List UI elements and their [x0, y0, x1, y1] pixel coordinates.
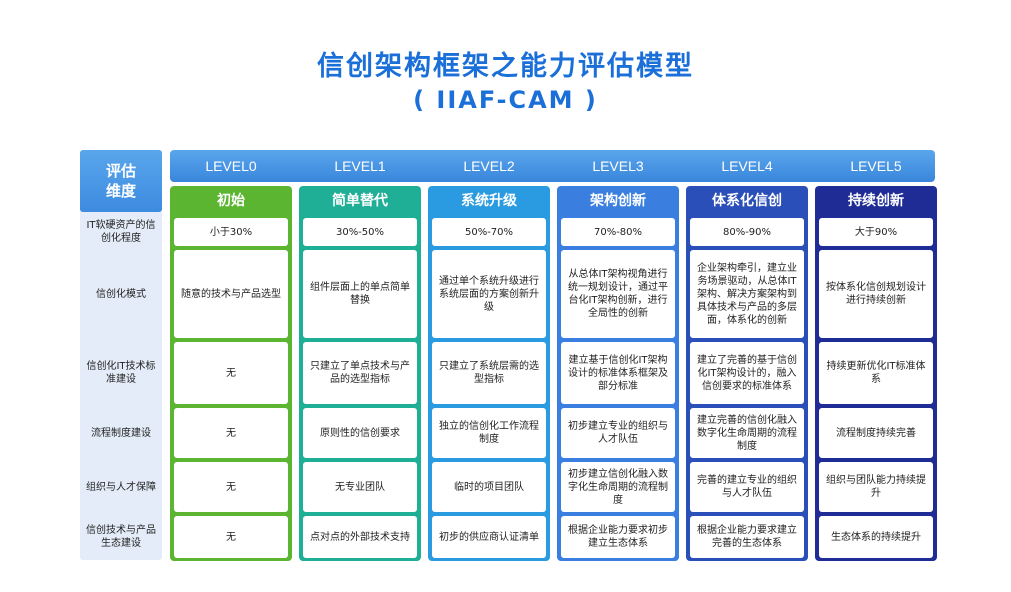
- level-label: LEVEL4: [721, 158, 773, 174]
- level-cell: 大于90%: [819, 218, 933, 246]
- level-cell: 企业架构牵引，建立业务场景驱动，从总体IT架构、解决方案架构到具体技术与产品的多…: [690, 250, 804, 338]
- level-label: LEVEL2: [463, 158, 515, 174]
- level-cell: 无专业团队: [303, 462, 417, 512]
- level-cell: 流程制度持续完善: [819, 408, 933, 458]
- level-cell: 组织与团队能力持续提升: [819, 462, 933, 512]
- level-cell: 原则性的信创要求: [303, 408, 417, 458]
- level-cell: 独立的信创化工作流程制度: [432, 408, 546, 458]
- level-cell: 初步建立信创化融入数字化生命周期的流程制度: [561, 462, 675, 512]
- level-name: 持续创新: [848, 193, 904, 209]
- level-cell: 无: [174, 516, 288, 558]
- dimension-label: IT软硬资产的信创化程度: [86, 220, 156, 244]
- level-cell: 点对点的外部技术支持: [303, 516, 417, 558]
- level-name: 体系化信创: [712, 193, 782, 209]
- dimension-label: 流程制度建设: [91, 427, 151, 439]
- dimension-label: 信创化IT技术标准建设: [86, 361, 156, 385]
- level-cell: 初步的供应商认证清单: [432, 516, 546, 558]
- dimension-label: 信创技术与产品生态建设: [86, 525, 156, 549]
- level-cell: 无: [174, 408, 288, 458]
- level-label: LEVEL0: [205, 158, 257, 174]
- level-cell: 建立基于信创化IT架构设计的标准体系框架及部分标准: [561, 342, 675, 404]
- level-name: 系统升级: [461, 193, 517, 209]
- level-label: LEVEL1: [334, 158, 386, 174]
- level-cell: 无: [174, 342, 288, 404]
- level-cell: 小于30%: [174, 218, 288, 246]
- dimension-label: 信创化模式: [96, 288, 146, 300]
- level-cell: 只建立了单点技术与产品的选型指标: [303, 342, 417, 404]
- level-cell: 建立了完善的基于信创化IT架构设计的，融入信创要求的标准体系: [690, 342, 804, 404]
- level-cell: 持续更新优化IT标准体系: [819, 342, 933, 404]
- level-cell: 完善的建立专业的组织与人才队伍: [690, 462, 804, 512]
- level-cell: 按体系化信创规划设计进行持续创新: [819, 250, 933, 338]
- level-cell: 根据企业能力要求初步建立生态体系: [561, 516, 675, 558]
- level-label: LEVEL5: [850, 158, 902, 174]
- level-name: 架构创新: [590, 193, 646, 209]
- dimension-column: [80, 150, 162, 560]
- level-cell: 只建立了系统层需的选型指标: [432, 342, 546, 404]
- page-title: 信创架构框架之能力评估模型: [317, 51, 694, 82]
- level-name: 简单替代: [332, 193, 388, 209]
- level-bar: [170, 150, 935, 182]
- level-cell: 通过单个系统升级进行系统层面的方案创新升级: [432, 250, 546, 338]
- dimension-header: 评估维度: [80, 150, 162, 212]
- level-cell: 初步建立专业的组织与人才队伍: [561, 408, 675, 458]
- level-label: LEVEL3: [592, 158, 644, 174]
- level-cell: 临时的项目团队: [432, 462, 546, 512]
- level-name: 初始: [217, 193, 245, 209]
- level-cell: 组件层面上的单点简单替换: [303, 250, 417, 338]
- level-cell: 50%-70%: [432, 218, 546, 246]
- level-cell: 30%-50%: [303, 218, 417, 246]
- level-cell: 随意的技术与产品选型: [174, 250, 288, 338]
- level-cell: 70%-80%: [561, 218, 675, 246]
- page-subtitle: ( IIAF-CAM ): [413, 86, 598, 114]
- level-cell: 从总体IT架构视角进行统一规划设计，通过平台化IT架构创新，进行全局性的创新: [561, 250, 675, 338]
- level-cell: 建立完善的信创化融入数字化生命周期的流程制度: [690, 408, 804, 458]
- level-cell: 80%-90%: [690, 218, 804, 246]
- dimension-label: 组织与人才保障: [86, 481, 156, 493]
- level-cell: 无: [174, 462, 288, 512]
- level-cell: 根据企业能力要求建立完善的生态体系: [690, 516, 804, 558]
- level-cell: 生态体系的持续提升: [819, 516, 933, 558]
